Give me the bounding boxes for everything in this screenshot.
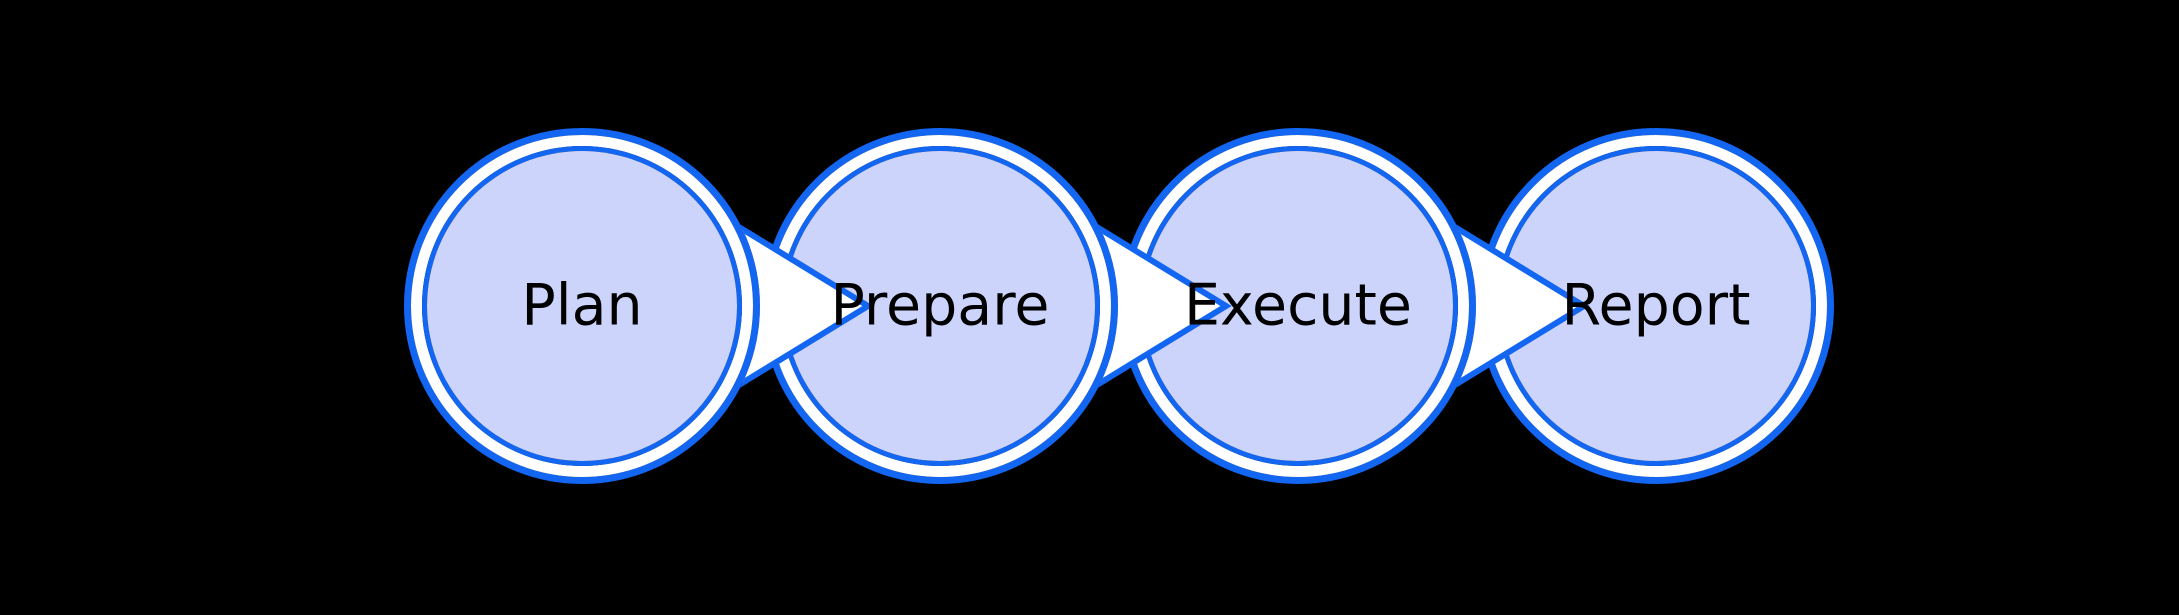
circle-fill-plan bbox=[427, 151, 737, 461]
stage-labels-layer: Plan Prepare Execute Report bbox=[521, 273, 1750, 339]
stage-label-execute: Execute bbox=[1184, 273, 1412, 339]
circle-outer-ring-plan bbox=[404, 128, 760, 484]
stage-label-report: Report bbox=[1562, 273, 1751, 339]
stage-label-prepare: Prepare bbox=[831, 273, 1050, 339]
circle-gap-ring-plan bbox=[411, 135, 753, 477]
circle-inner-ring-plan bbox=[422, 146, 742, 466]
circle-fill-prepare bbox=[785, 151, 1095, 461]
circle-fill-report bbox=[1501, 151, 1811, 461]
stage-circle-plan[interactable] bbox=[404, 128, 760, 484]
stage-circle-execute[interactable] bbox=[1120, 128, 1476, 484]
circle-fill-execute bbox=[1143, 151, 1453, 461]
stage-label-plan: Plan bbox=[521, 273, 642, 339]
